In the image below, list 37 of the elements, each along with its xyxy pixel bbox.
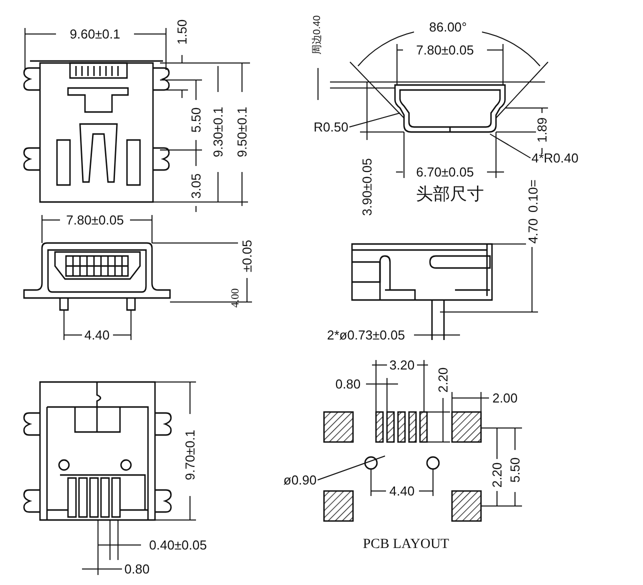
dimension-label: 2*ø0.73±0.05 (326, 328, 406, 342)
dimension-label: 3.20 (388, 358, 416, 372)
leader-line (490, 134, 531, 158)
dimension-label: 5.50 (190, 106, 202, 134)
dimension-label: 9.70±0.1 (184, 428, 196, 482)
dimension-label: 3.90±0.05 (360, 157, 374, 217)
callout-label: 4*R0.40 (530, 152, 580, 164)
dimension-label: 2.00 (491, 392, 519, 404)
leader-line (317, 456, 386, 480)
dimension-label: 4.00 (230, 287, 242, 309)
dimension-label: 9.60±0.1 (68, 28, 122, 40)
dimension-label: 0.80 (334, 378, 362, 390)
dimension-label: 0.10= (526, 178, 540, 214)
view-title: 头部尺寸 (415, 186, 485, 202)
dimension-label: 2.20 (490, 461, 504, 489)
leader-line (348, 112, 400, 128)
dimension-label: 3.05 (190, 172, 202, 200)
callout-label: ø0.90 (282, 474, 318, 486)
dimension-label: 5.50 (508, 456, 522, 484)
dimension-label: ±0.05 (240, 238, 254, 274)
dimension-label: 9.50±0.1 (236, 106, 248, 158)
dimension-label: 6.70±0.05 (415, 166, 475, 178)
view-title: PCB LAYOUT (362, 538, 450, 552)
dimension-label: 9.30±0.1 (212, 106, 224, 158)
angle-label: 86.00° (428, 20, 468, 34)
dimension-label: 4.40 (83, 328, 111, 342)
dimension-label: 7.80±0.05 (415, 44, 475, 56)
dimension-label: 2.20 (436, 366, 450, 394)
dimension-label: 1.89 (536, 116, 548, 144)
dimension-label: 7.80±0.05 (65, 214, 125, 226)
note-text: 周边0.40 (313, 14, 323, 56)
callout-label: R0.50 (312, 120, 350, 134)
dimension-label: 0.80 (123, 562, 151, 576)
dimension-label: 0.40±0.05 (148, 538, 208, 552)
dimension-label: 4.70 (526, 217, 540, 245)
dimension-label: 1.50 (176, 18, 188, 46)
dimension-label: 4.40 (388, 484, 416, 498)
